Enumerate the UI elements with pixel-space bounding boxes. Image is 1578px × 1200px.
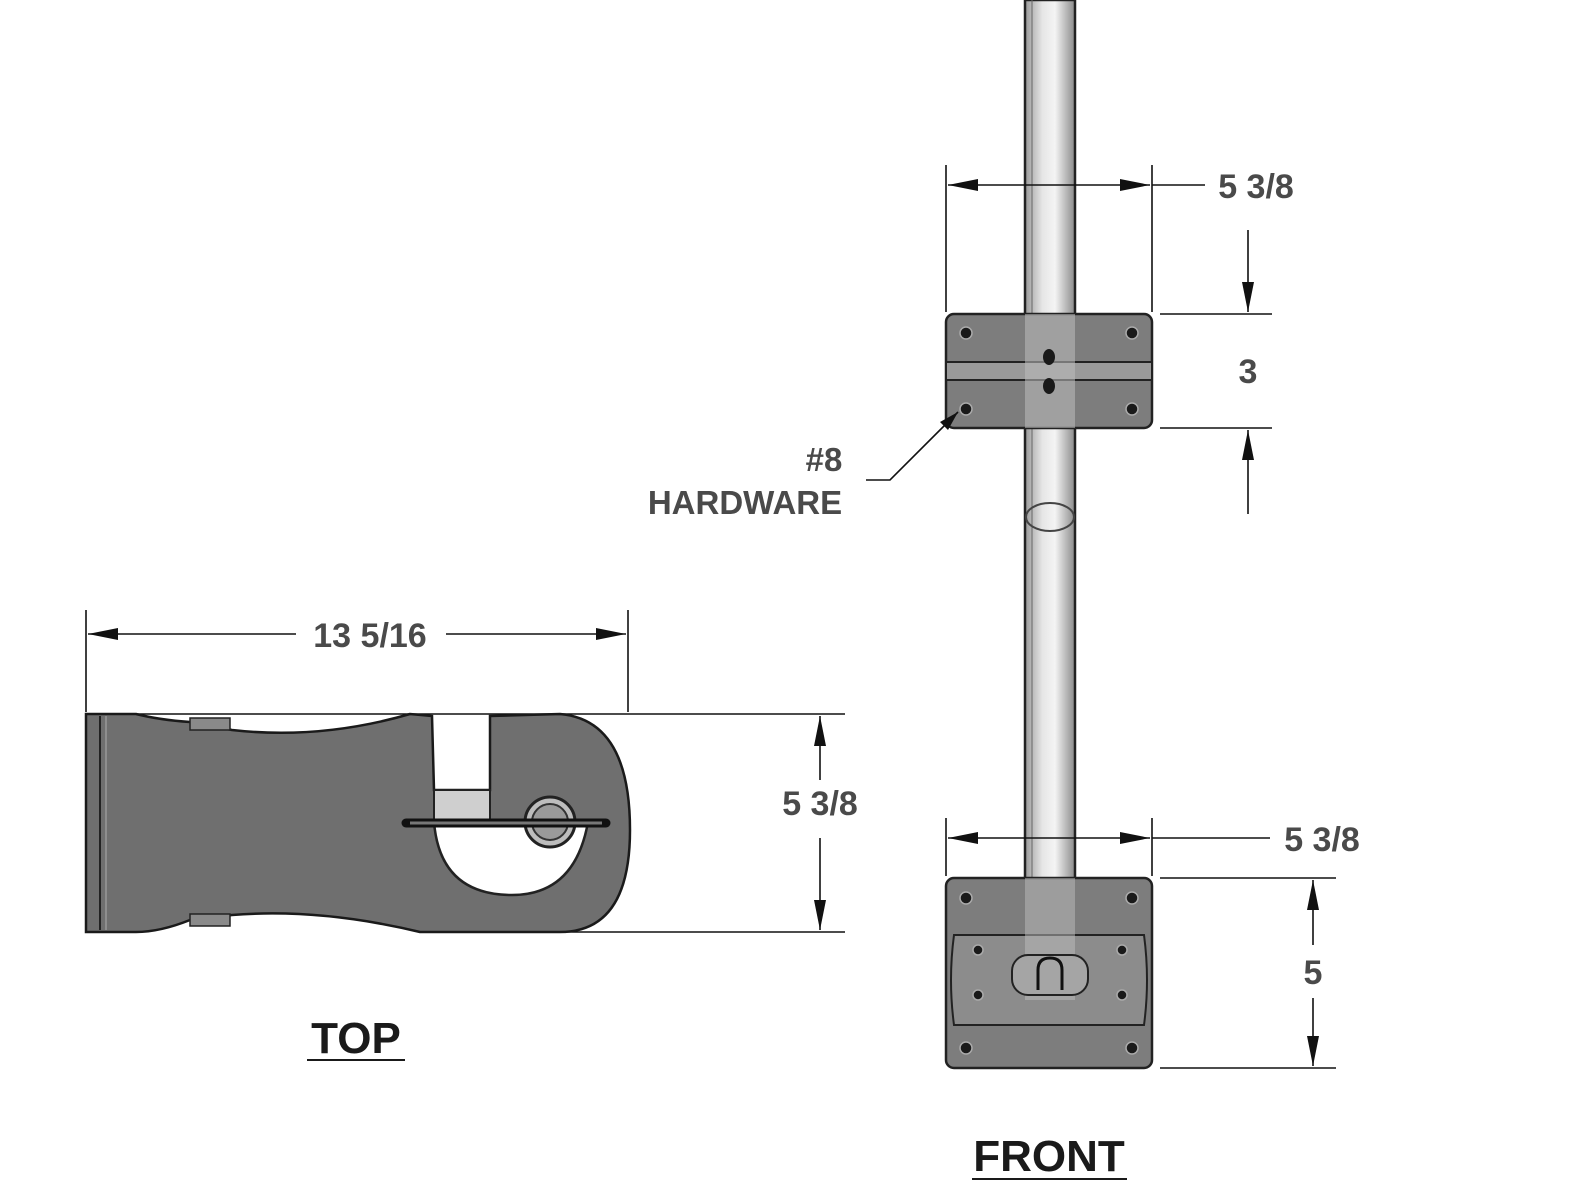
- top-view: 13 5/16 5 3/8 TOP: [84, 610, 858, 1063]
- front-lower-width-dim: 5 3/8: [1284, 821, 1360, 859]
- front-pipe: [1023, 0, 1077, 1002]
- front-lower-height-dim: 5: [1304, 954, 1323, 992]
- top-slot: [433, 789, 491, 823]
- hardware-callout-line2: HARDWARE: [648, 484, 842, 521]
- front-view-label: FRONT: [973, 1132, 1125, 1181]
- front-upper-width-dim: 5 3/8: [1218, 168, 1294, 206]
- front-view: 5 3/8 3 #8 HARDWARE 5 3/8 5 FRONT: [648, 0, 1360, 1181]
- top-depth-dim: 5 3/8: [782, 785, 858, 823]
- front-upper-height-dim: 3: [1239, 353, 1258, 391]
- hardware-callout-line1: #8: [806, 441, 843, 478]
- top-length-dim: 13 5/16: [313, 617, 426, 655]
- top-view-label: TOP: [311, 1014, 401, 1063]
